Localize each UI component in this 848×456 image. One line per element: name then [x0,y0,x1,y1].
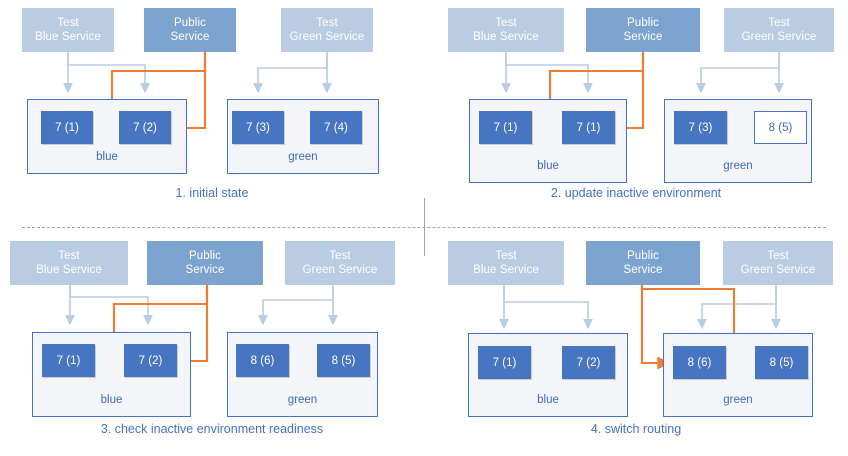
service-label-line2: Blue Service [473,31,539,43]
instance-box: 7 (1) [41,111,93,144]
instance-box: 7 (2) [562,346,615,379]
instance-box: 7 (1) [42,344,95,377]
instance-box: 8 (6) [673,346,726,379]
service-label-line2: Service [170,31,210,43]
instance-box: 7 (2) [124,344,177,377]
environment-label: green [287,394,318,406]
environment-label: green [723,394,753,406]
service-label-line1: Test [316,17,338,29]
environment-label: blue [96,151,118,163]
service-label-line2: Blue Service [36,264,102,276]
instance-box: 8 (5) [317,344,370,377]
service-label-line2: Service [623,264,663,276]
instance-box: 7 (1) [478,346,531,379]
service-label-line2: Service [185,264,225,276]
service-label-line1: Test [495,17,517,29]
service-label-line2: Green Service [289,31,365,43]
instance-box: 7 (3) [674,111,727,144]
instance-box: 7 (2) [119,111,171,144]
service-label-line1: Public [627,17,659,29]
environment-label: green [288,151,318,163]
instance-box: 8 (6) [236,344,289,377]
instance-box: 7 (4) [310,111,362,144]
vertical-divider [424,198,425,256]
service-label-line1: Test [767,250,789,262]
service-label-line2: Service [623,31,663,43]
service-label-line1: Public [627,250,659,262]
panel-caption: 4. switch routing [590,422,682,436]
instance-box: 8 (5) [755,346,808,379]
panel-caption: 2. update inactive environment [550,186,722,200]
instance-box: 7 (1) [479,111,532,144]
service-label-line1: Test [329,250,351,262]
service-label-line1: Public [189,250,221,262]
instance-box: 7 (1) [562,111,615,144]
panel-caption: 1. initial state [175,186,249,200]
environment-label: blue [100,394,123,406]
service-label-line2: Green Service [741,31,817,43]
service-label-line2: Blue Service [473,264,539,276]
panel-caption: 3. check inactive environment readiness [100,422,324,436]
service-label-line2: Green Service [740,264,816,276]
instance-box: 7 (3) [232,111,284,144]
service-label-line1: Test [768,17,790,29]
environment-label: blue [537,394,559,406]
environment-label: green [723,160,753,172]
service-label-line1: Public [174,17,206,29]
service-label-line2: Green Service [302,264,378,276]
instance-box: 8 (5) [754,111,807,144]
environment-label: blue [537,160,559,172]
service-label-line2: Blue Service [35,31,101,43]
service-label-line1: Test [57,17,79,29]
service-label-line1: Test [495,250,517,262]
service-label-line1: Test [58,250,80,262]
